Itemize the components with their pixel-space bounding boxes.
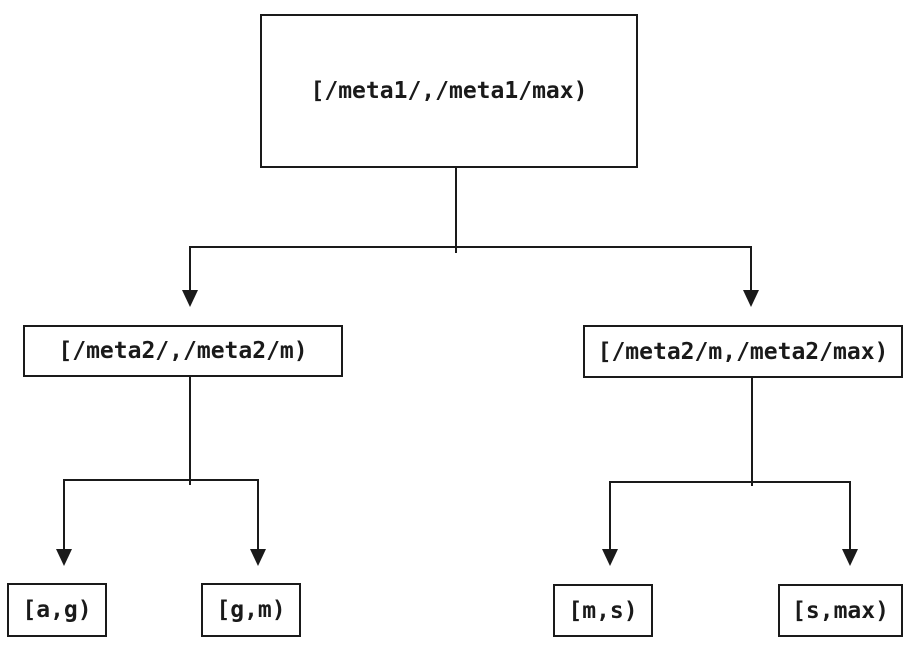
node-meta2-left: [/meta2/,/meta2/m): [23, 325, 343, 377]
connector-drop-meta2-left: [189, 246, 191, 291]
node-leaf-ms: [m,s): [553, 584, 653, 637]
arrowhead-down-icon: [182, 290, 198, 307]
arrowhead-down-icon: [602, 549, 618, 566]
node-leaf-gm-label: [g,m): [216, 597, 286, 623]
node-meta2-right-label: [/meta2/m,/meta2/max): [597, 338, 889, 365]
node-meta2-left-label: [/meta2/,/meta2/m): [58, 338, 308, 364]
connector-drop-leaf-ms: [609, 481, 611, 550]
node-root: [/meta1/,/meta1/max): [260, 14, 638, 168]
connector-level2-bar: [189, 246, 752, 248]
node-leaf-ag-label: [a,g): [22, 597, 92, 623]
connector-drop-leaf-smax: [849, 481, 851, 550]
node-meta2-right: [/meta2/m,/meta2/max): [583, 325, 903, 378]
node-leaf-ag: [a,g): [7, 583, 107, 637]
connector-drop-leaf-ag: [63, 479, 65, 550]
connector-drop-leaf-gm: [257, 479, 259, 550]
connector-drop-meta2-right: [750, 246, 752, 291]
node-leaf-gm: [g,m): [201, 583, 301, 637]
connector-root-stem: [455, 168, 457, 253]
connector-meta2-left-stem: [189, 377, 191, 485]
arrowhead-down-icon: [842, 549, 858, 566]
node-leaf-smax: [s,max): [778, 584, 903, 637]
connector-left-leaves-bar: [63, 479, 259, 481]
node-root-label: [/meta1/,/meta1/max): [310, 78, 588, 104]
arrowhead-down-icon: [743, 290, 759, 307]
arrowhead-down-icon: [250, 549, 266, 566]
connector-meta2-right-stem: [751, 378, 753, 486]
node-leaf-ms-label: [m,s): [568, 597, 638, 624]
node-leaf-smax-label: [s,max): [792, 597, 889, 624]
connector-right-leaves-bar: [609, 481, 851, 483]
arrowhead-down-icon: [56, 549, 72, 566]
